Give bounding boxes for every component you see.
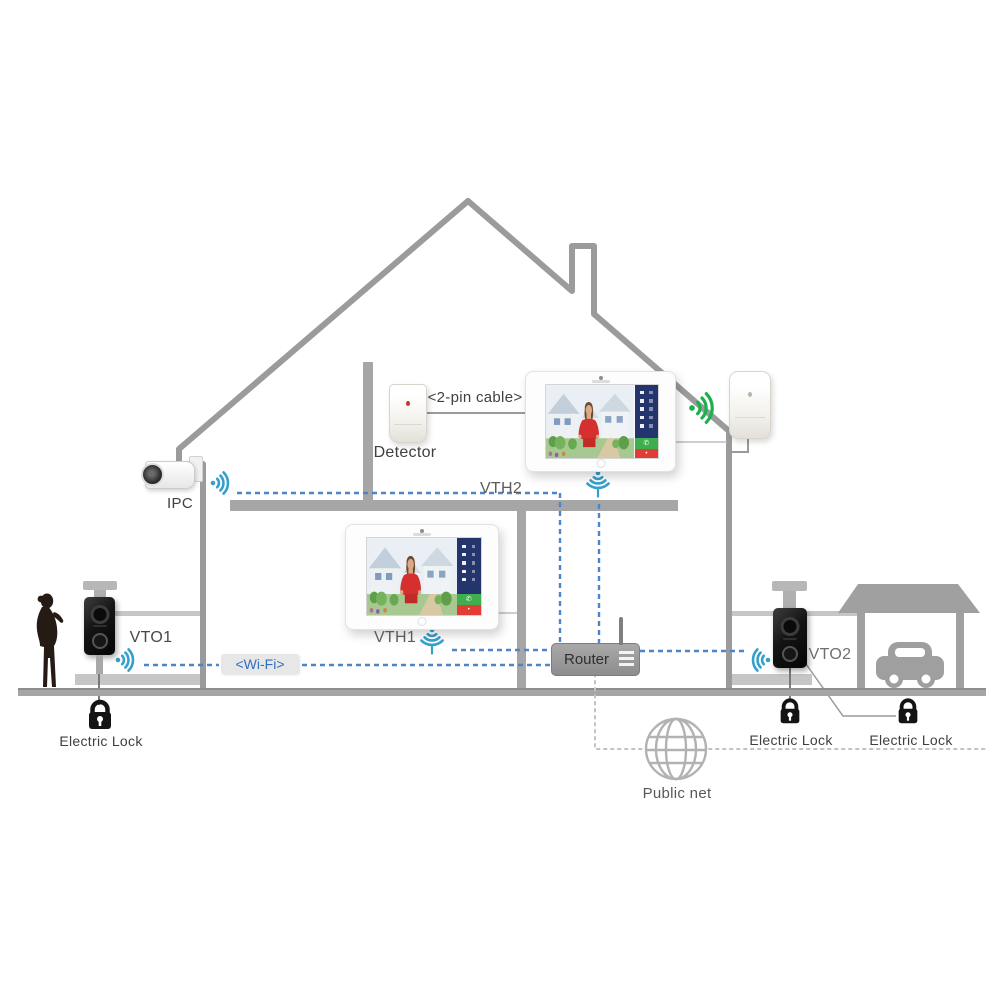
vto2-device [771, 580, 809, 670]
hangup-button-icon: • [456, 605, 481, 616]
vth2-label: VTH2 [479, 480, 523, 497]
camera-lens-icon [141, 463, 164, 486]
detector-led-icon [406, 401, 410, 406]
vth2-monitor: ✆ • [525, 371, 676, 472]
wifi-icon-vth1 [420, 627, 444, 655]
second-floor [230, 500, 678, 511]
car-icon [876, 642, 944, 688]
wire-sensor-to-wall [729, 436, 749, 453]
wifi-icon-green-sensor [689, 392, 714, 424]
garage-post-right [956, 613, 964, 693]
wifi-icon-vth2 [586, 470, 610, 498]
vto1-device [82, 581, 118, 676]
call-button-icon [782, 646, 798, 662]
vth1-screen: ✆ • [365, 537, 482, 617]
call-button-icon [92, 633, 108, 649]
hangup-button-icon: • [634, 448, 659, 459]
interior-wall-lower [517, 509, 526, 690]
wifi-icon-vto1 [115, 648, 135, 672]
home-button-icon [596, 459, 605, 469]
video-preview [546, 385, 634, 458]
wireless-sensor-device [729, 371, 771, 439]
electric-lock-icon-vto2 [780, 698, 800, 724]
wifi-links [144, 491, 746, 667]
brand-logo [591, 379, 610, 383]
door-station-camera-icon [780, 617, 800, 636]
electric-lock-icon-vto1 [89, 699, 111, 729]
screen-menu-bar: ✆ • [456, 538, 481, 616]
vto2-label: VTO2 [808, 646, 852, 663]
wifi-link-chip: <Wi-Fi> [221, 654, 299, 674]
wifi-icon-vto2 [751, 648, 771, 672]
garage-post-left [857, 613, 865, 693]
electric-lock-label-vto1: Electric Lock [59, 733, 143, 749]
vth2-screen: ✆ • [545, 383, 660, 460]
woman-silhouette [36, 593, 64, 687]
vto1-label: VTO1 [129, 629, 173, 646]
wire-router-to-public-net [594, 673, 986, 750]
screen-menu-bar: ✆ • [634, 384, 659, 459]
electric-lock-icon-garage [898, 698, 918, 724]
router-antenna-icon [619, 617, 623, 645]
ipc-camera [138, 453, 204, 495]
callout-vto2-to-garage-lock [805, 663, 896, 717]
ipc-label: IPC [167, 495, 193, 512]
wifi-icon-ipc [210, 471, 230, 495]
vth1-label: VTH1 [373, 629, 417, 646]
garage [838, 584, 980, 693]
garage-roof [838, 584, 980, 613]
video-preview [367, 538, 457, 615]
router-label: Router [563, 651, 610, 668]
router-device: Router [551, 617, 640, 676]
electric-lock-label-garage: Electric Lock [869, 732, 953, 748]
door-station-camera-icon [90, 605, 110, 624]
monitor-camera-icon [598, 375, 603, 380]
electric-lock-label-vto2: Electric Lock [749, 732, 833, 748]
wifi-link-label: <Wi-Fi> [235, 656, 285, 672]
detector-device [389, 384, 427, 443]
answer-button-icon: ✆ [634, 437, 659, 449]
home-button-icon [417, 616, 427, 626]
detector-label: Detector [373, 444, 437, 461]
cable-annotation: <2-pin cable> [427, 389, 523, 406]
public-net-label: Public net [642, 785, 712, 802]
interior-wall-upper [363, 362, 373, 502]
brand-logo [413, 533, 431, 537]
ground [18, 688, 986, 696]
answer-button-icon: ✆ [456, 593, 481, 606]
sensor-lens-icon [748, 392, 752, 397]
vth1-monitor: ✆ • [345, 524, 499, 630]
wired-connections [98, 412, 896, 717]
monitor-camera-icon [420, 529, 424, 534]
public-net-icon [644, 717, 708, 781]
